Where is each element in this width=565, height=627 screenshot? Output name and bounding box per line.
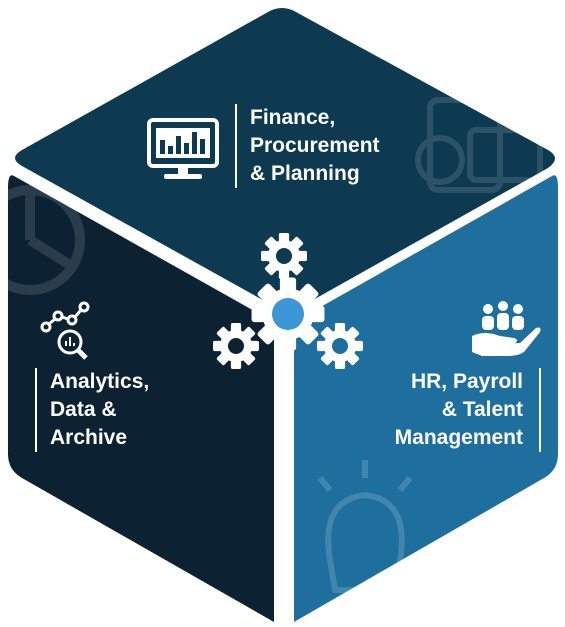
- finance-label-line: Finance,: [250, 106, 336, 129]
- hr-segment: [294, 175, 558, 622]
- hr-label-line: Management: [394, 426, 523, 449]
- hand-people-icon: [472, 301, 541, 356]
- gears-icon: [213, 233, 363, 369]
- calculator-watermark-icon: [415, 97, 543, 193]
- bulb-watermark-icon: [317, 460, 413, 593]
- analytics-label-line: Analytics,: [50, 370, 150, 393]
- finance-label-line: & Planning: [250, 162, 360, 185]
- hr-label-line: HR, Payroll: [410, 370, 523, 393]
- finance-label-line: Procurement: [250, 134, 380, 157]
- analytics-label-line: Archive: [50, 426, 128, 449]
- analytics-label-line: Data &: [50, 398, 117, 421]
- hr-label: HR, Payroll & Talent Management: [395, 368, 523, 452]
- finance-label: Finance, Procurement & Planning: [250, 104, 380, 188]
- hr-label-line: & Talent: [441, 398, 523, 421]
- monitor-bar-chart-icon: [147, 118, 219, 179]
- analytics-magnifier-icon: [40, 301, 90, 360]
- pie-watermark-icon: [0, 185, 85, 295]
- analytics-label: Analytics, Data & Archive: [50, 368, 149, 452]
- analytics-segment: [8, 175, 274, 622]
- finance-segment: [15, 8, 555, 314]
